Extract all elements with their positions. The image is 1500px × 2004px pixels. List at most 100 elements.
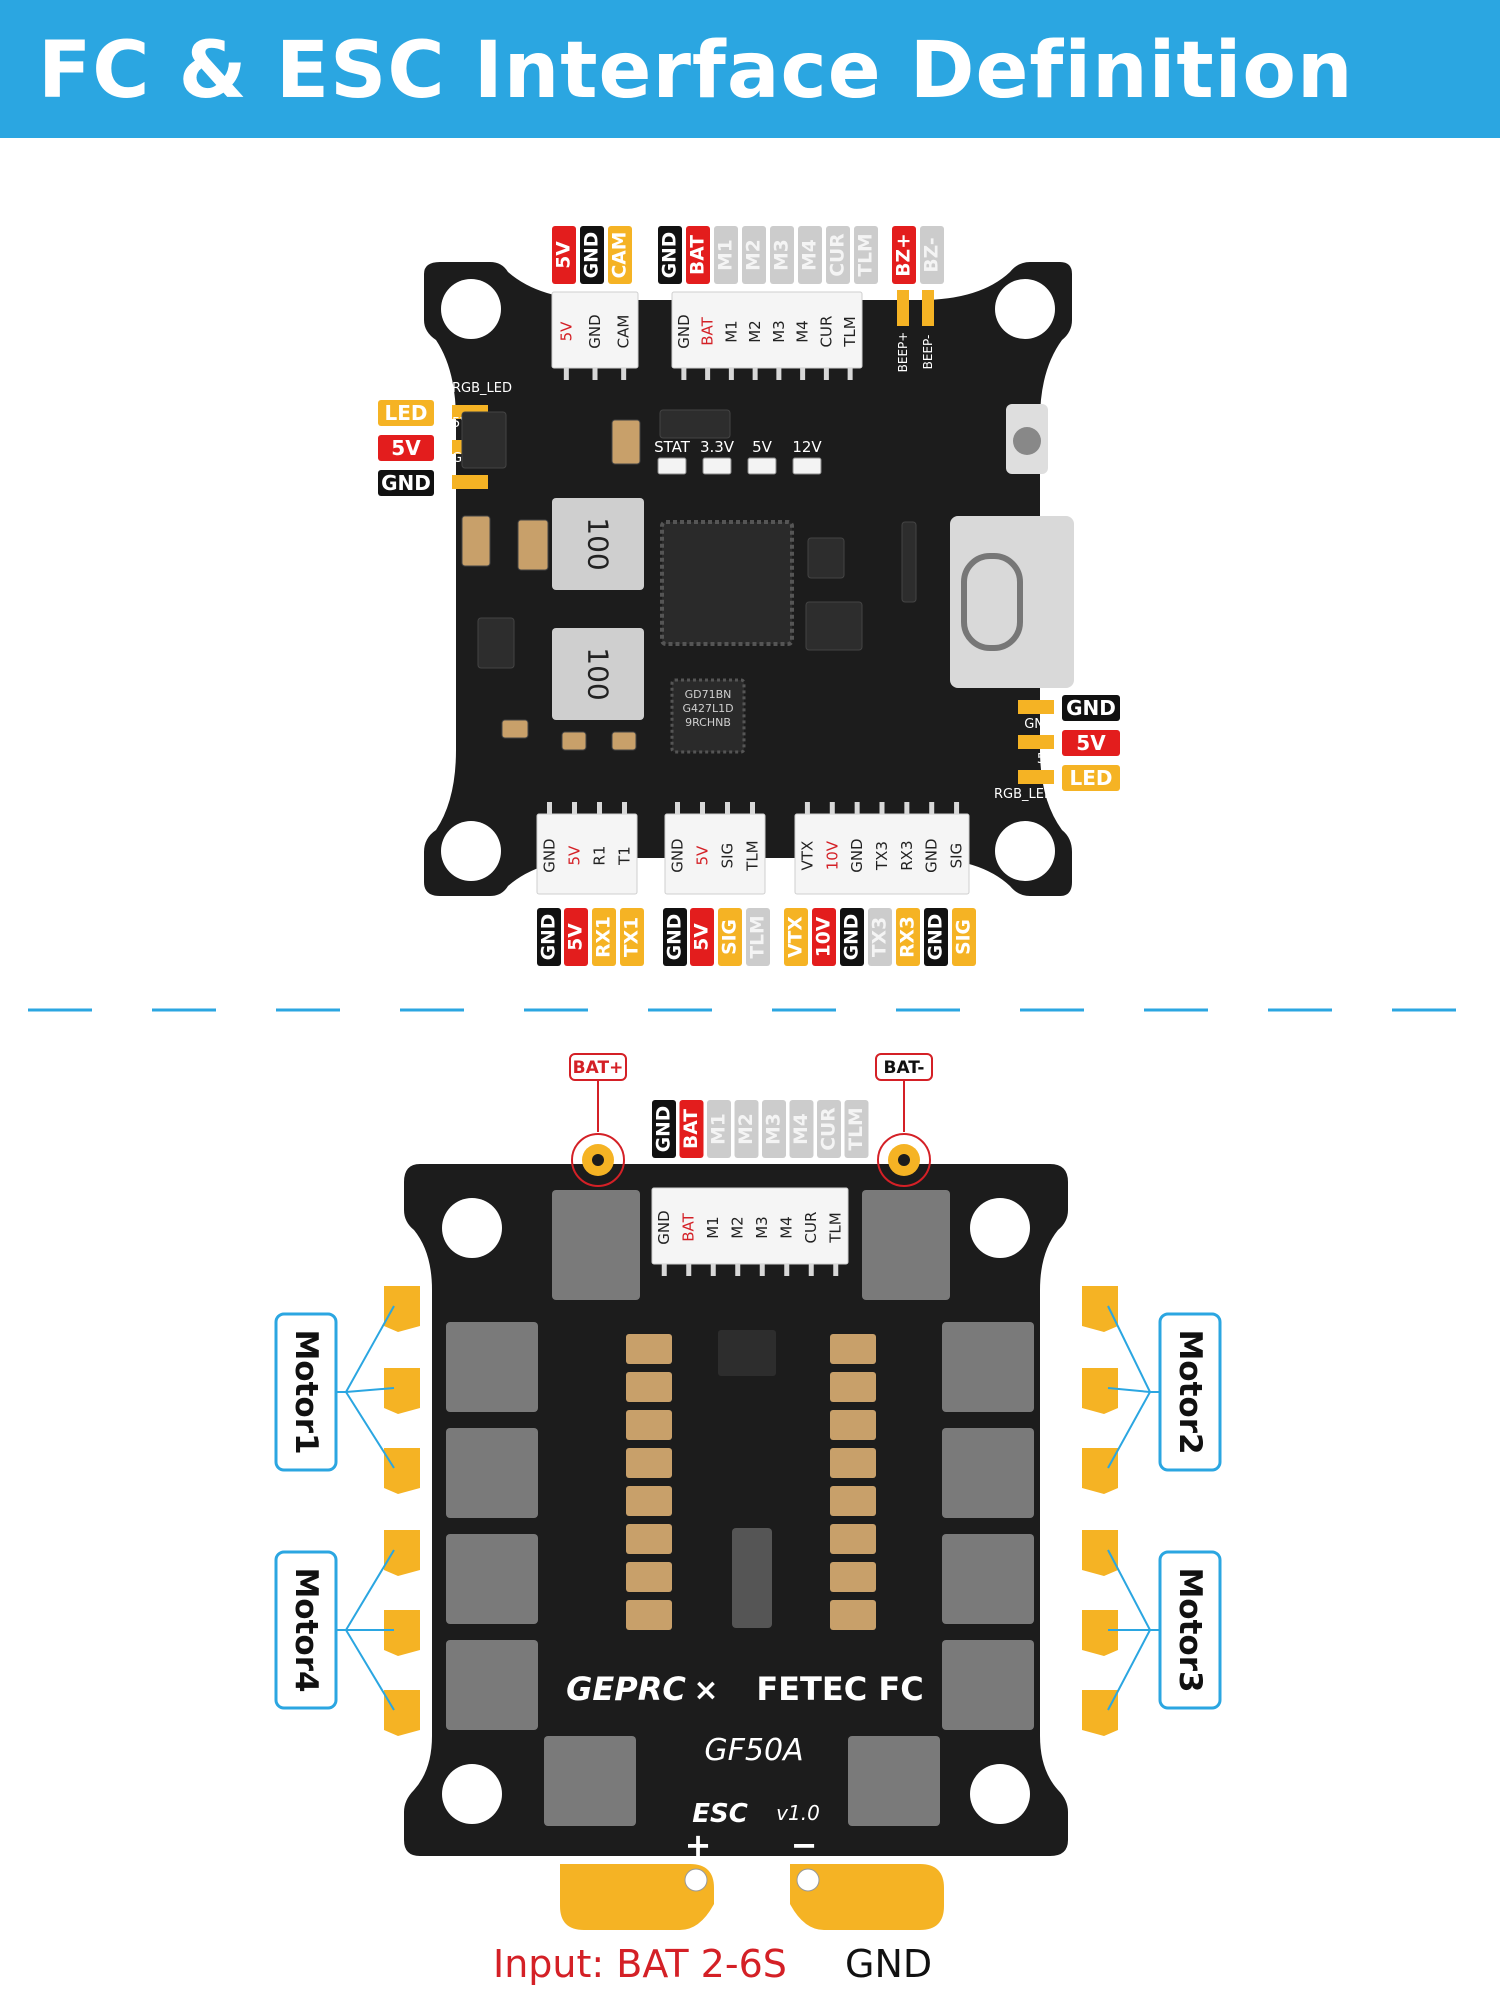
fc-top-pin-2-1: BZ- <box>920 226 944 284</box>
fc-bottom-pin-2-4: RX3 <box>896 908 920 966</box>
fc-top-pin-1-0: GND <box>658 226 682 284</box>
fc-top-pin-0-2-label: CAM <box>610 232 631 279</box>
fc-right-pad-0-label: GND <box>1066 696 1116 720</box>
esc-top-pin-7: TLM <box>844 1100 869 1158</box>
fc-top-pin-1-5-label: M4 <box>800 239 821 271</box>
fc-bottom-pin-2-2-label: GND <box>842 914 863 961</box>
esc-motor-pad-right-5 <box>1082 1690 1118 1736</box>
fc-component-0 <box>461 411 507 469</box>
fc-connector-esc-sig-silk-0: GND <box>669 838 687 872</box>
fc-bottom-pin-0-2: RX1 <box>592 908 616 966</box>
fc-bottom-pin-0-3-label: TX1 <box>622 917 643 957</box>
fc-connector-esc-silk-5: M4 <box>794 320 812 343</box>
esc-cap-left-4 <box>626 1486 672 1516</box>
esc-top-pin-1-label: BAT <box>681 1109 702 1149</box>
fc-connector-uart1-silk-3: T1 <box>616 846 634 866</box>
fc-bottom-pin-2-6-label: SIG <box>954 919 975 955</box>
fc-top-pin-1-0-label: GND <box>660 232 681 279</box>
esc-motor-pad-right-4 <box>1082 1610 1118 1656</box>
fc-top-pin-1-3: M2 <box>742 226 766 284</box>
power-input-labels: Input: BAT 2-6S GND <box>0 1942 1500 1992</box>
motor4-label-box: Motor4 <box>274 1549 395 1711</box>
fc-connector-vtx-silk-5: GND <box>923 838 941 872</box>
fc-bottom-pin-0-0-label: GND <box>539 914 560 961</box>
esc-motor-pad-right-1 <box>1082 1368 1118 1414</box>
esc-top-pin-6: CUR <box>817 1100 841 1158</box>
esc-top-pin-5-label: M4 <box>791 1113 812 1145</box>
fc-left-pad-0-label: LED <box>384 401 427 425</box>
fc-right-silk-0: GND <box>1024 717 1054 732</box>
esc-motor-pad-left-2 <box>384 1448 420 1494</box>
esc-cap-left-1 <box>626 1372 672 1402</box>
esc-power-tab-plus <box>560 1864 714 1930</box>
fc-right-pad-1-label: 5V <box>1076 731 1106 755</box>
esc-motor-pad-left-3 <box>384 1530 420 1576</box>
fc-bottom-pin-1-0: GND <box>663 908 687 966</box>
esc-mosfet-2 <box>446 1534 538 1624</box>
esc-mount-hole-3 <box>970 1764 1030 1824</box>
fc-top-pin-1-3-label: M2 <box>744 239 765 271</box>
fc-connector-vtx-silk-1: 10V <box>823 840 841 870</box>
motor4-label-box-label: Motor4 <box>288 1567 324 1692</box>
esc-bat-plus-label: BAT+ <box>573 1058 624 1078</box>
page-title: FC & ESC Interface Definition <box>38 26 1354 116</box>
fc-bottom-pin-1-2: SIG <box>718 908 742 966</box>
fc-top-pin-1-5: M4 <box>798 226 822 284</box>
fc-top-pin-0-1-label: GND <box>582 232 603 279</box>
fc-component-7 <box>611 731 637 751</box>
esc-cap-right-3 <box>830 1448 876 1478</box>
fc-chip-text-2: 9RCHNB <box>685 716 731 729</box>
esc-mosfet-4 <box>544 1736 636 1826</box>
fc-left-pad-0: LED <box>378 400 434 426</box>
fc-top-pin-1-2-label: M1 <box>716 239 737 271</box>
fc-usb-c-port[interactable] <box>950 516 1074 688</box>
esc-top-pin-4-label: M3 <box>764 1113 785 1145</box>
fc-component-11 <box>901 521 917 603</box>
esc-mosfet-5 <box>942 1322 1034 1412</box>
beeper-silk-1: BEEP- <box>921 335 935 370</box>
fc-connector-cam-silk-2: CAM <box>615 315 633 349</box>
fc-left-pad-1: 5V <box>378 435 434 461</box>
fc-bottom-pin-1-1-label: 5V <box>692 923 713 951</box>
fc-bottom-pin-2-2: GND <box>840 908 864 966</box>
fc-connector-esc-silk-0: GND <box>675 314 693 348</box>
esc-brand-x: × <box>693 1673 718 1708</box>
esc-brand-geprc: GEPRC <box>566 1670 686 1708</box>
esc-top-pin-3-label: M2 <box>736 1113 757 1145</box>
esc-connector-fc-silk-5: M4 <box>778 1216 796 1239</box>
fc-chip-text-1: G427L1D <box>682 702 733 715</box>
fc-top-pin-2-1-label: BZ- <box>922 237 943 272</box>
esc-version: v1.0 <box>776 1801 820 1825</box>
fc-top-pin-2-0: BZ+ <box>892 226 916 284</box>
motor2-label-box-label: Motor2 <box>1172 1329 1208 1454</box>
esc-top-pin-0: GND <box>652 1100 676 1158</box>
motor1-label-box-label: Motor1 <box>288 1329 324 1454</box>
fc-bottom-pin-2-6: SIG <box>952 908 976 966</box>
fc-led-label-3: 12V <box>792 438 822 456</box>
fc-top-pin-0-0: 5V <box>552 226 576 284</box>
esc-connector-fc-silk-7: TLM <box>827 1212 845 1243</box>
esc-cap-left-2 <box>626 1410 672 1440</box>
esc-connector-fc-silk-0: GND <box>655 1210 673 1244</box>
esc-mount-hole-2 <box>442 1764 502 1824</box>
esc-mosfet-top-left <box>552 1190 640 1300</box>
fc-mcu <box>660 520 794 646</box>
fc-bottom-pin-2-5: GND <box>924 908 948 966</box>
fc-mount-hole-3 <box>995 821 1055 881</box>
esc-cap-right-6 <box>830 1562 876 1592</box>
esc-mosfet-9 <box>848 1736 940 1826</box>
fc-connector-esc-silk-4: M3 <box>770 320 788 343</box>
esc-mount-hole-0 <box>442 1198 502 1258</box>
motor3-label-box: Motor3 <box>1107 1549 1222 1711</box>
fc-right-pad-2: LED <box>1062 765 1120 791</box>
esc-motor-pad-left-4 <box>384 1610 420 1656</box>
fc-mount-hole-2 <box>441 821 501 881</box>
fc-connector-esc-silk-6: CUR <box>817 316 835 348</box>
esc-bat-minus: BAT- <box>875 1053 933 1187</box>
fc-right-silk-2: RGB_LED <box>994 787 1054 802</box>
fc-top-pin-1-7-label: TLM <box>856 233 877 276</box>
